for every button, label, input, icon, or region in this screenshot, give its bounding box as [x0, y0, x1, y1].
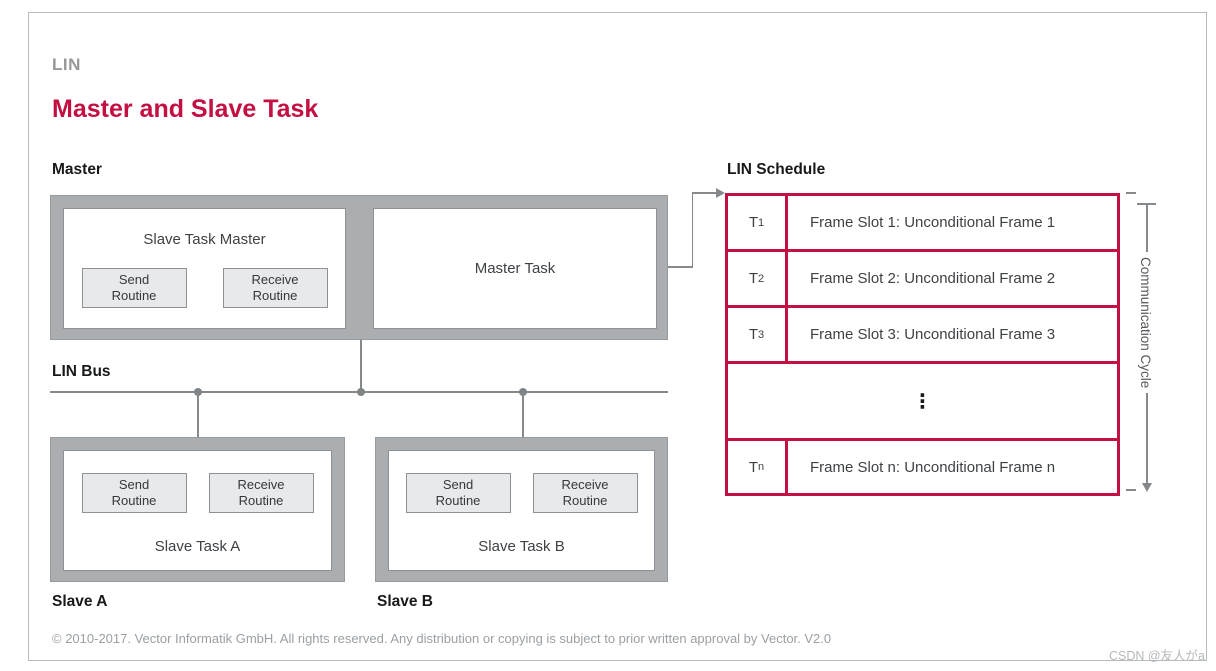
slave-task-a-title: Slave Task A — [154, 538, 241, 555]
slave-b-label: Slave B — [377, 593, 434, 610]
master-label: Master — [52, 161, 102, 178]
slave-task-master-title: Slave Task Master — [143, 231, 266, 248]
page-border — [28, 12, 1207, 661]
slave-task-master-box: Slave Task Master Send Routine Receive R… — [63, 208, 346, 329]
bus-to-slave-a-connector — [197, 392, 199, 437]
cycle-bottom-dash — [1126, 489, 1136, 491]
schedule-frame-cell: Frame Slot 2: Unconditional Frame 2 — [788, 252, 1117, 305]
master-to-schedule-connector — [691, 192, 693, 267]
page-title: Master and Slave Task — [52, 95, 319, 123]
slave-a-label: Slave A — [52, 593, 108, 610]
slave-b-container: Send Routine Receive Routine Slave Task … — [375, 437, 668, 582]
schedule-ellipsis-cell: ⋮ — [728, 364, 1117, 438]
copyright-text: © 2010-2017. Vector Informatik GmbH. All… — [52, 631, 832, 646]
master-to-schedule-connector — [691, 192, 718, 194]
slave-task-b-title: Slave Task B — [478, 538, 565, 555]
schedule-frame-cell: Frame Slot n: Unconditional Frame n — [788, 441, 1117, 493]
bus-to-slave-b-connector — [522, 392, 524, 437]
lin-bus-label: LIN Bus — [52, 363, 111, 380]
send-routine-button: Send Routine — [81, 268, 187, 308]
bus-node-dot — [357, 388, 365, 396]
receive-routine-button: Receive Routine — [208, 473, 314, 513]
send-routine-button: Send Routine — [81, 473, 187, 513]
slave-a-container: Send Routine Receive Routine Slave Task … — [50, 437, 345, 582]
receive-routine-button: Receive Routine — [222, 268, 328, 308]
lin-schedule-label: LIN Schedule — [727, 161, 826, 178]
communication-cycle-label: Communication Cycle — [1138, 252, 1153, 394]
connector-arrowhead-icon — [716, 188, 725, 198]
send-routine-button: Send Routine — [405, 473, 511, 513]
master-task-box: Master Task — [373, 208, 657, 329]
master-to-bus-connector — [360, 340, 362, 392]
master-to-schedule-connector — [668, 266, 693, 268]
schedule-frame-cell: Frame Slot 1: Unconditional Frame 1 — [788, 196, 1117, 249]
lin-eyebrow: LIN — [52, 55, 81, 74]
cycle-top-dash — [1126, 192, 1136, 194]
master-container: Slave Task Master Send Routine Receive R… — [50, 195, 668, 340]
slave-task-a-box: Send Routine Receive Routine Slave Task … — [63, 450, 332, 571]
watermark-text: CSDN @友人がa — [1108, 649, 1205, 663]
master-task-title: Master Task — [474, 260, 556, 277]
receive-routine-button: Receive Routine — [532, 473, 638, 513]
schedule-frame-cell: Frame Slot 3: Unconditional Frame 3 — [788, 308, 1117, 361]
cycle-arrowhead-icon — [1142, 483, 1152, 492]
slave-task-b-box: Send Routine Receive Routine Slave Task … — [388, 450, 655, 571]
cycle-start-cap — [1137, 203, 1156, 205]
